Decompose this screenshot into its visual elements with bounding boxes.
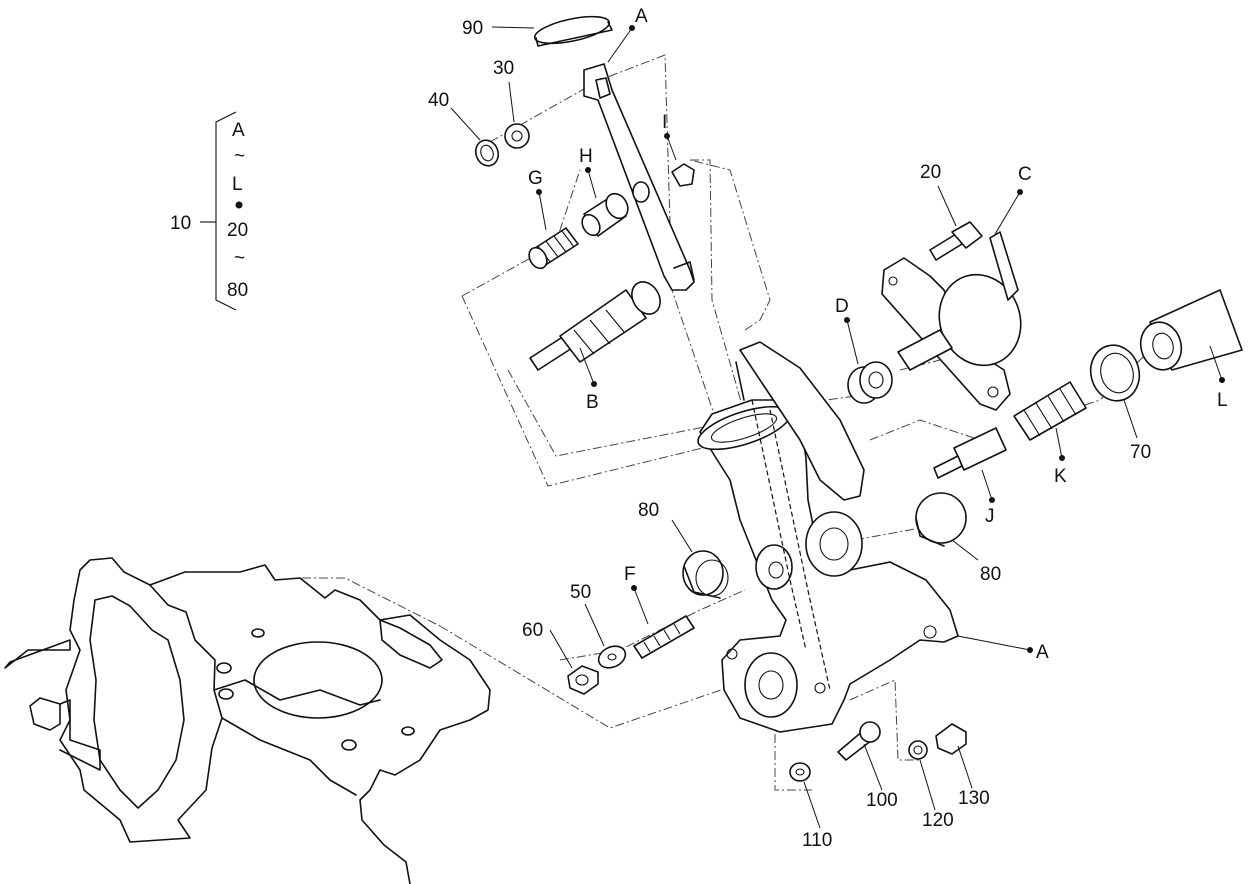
assembly-lines <box>302 54 1151 791</box>
callout-b: B <box>586 392 599 413</box>
callout-j: J <box>985 506 995 527</box>
callout-130: 130 <box>958 788 990 809</box>
callout-labels: 90 A 30 40 I H G 20 C D B L 70 K J 80 80… <box>428 6 1228 851</box>
callout-100: 100 <box>866 790 898 811</box>
part-60-nut <box>567 665 599 695</box>
legend-tilde-2: ~ <box>234 248 245 269</box>
part-l-sleeve <box>1139 289 1243 371</box>
leader-lines <box>450 25 1225 829</box>
callout-g: G <box>528 168 543 189</box>
callout-120: 120 <box>922 810 954 831</box>
main-housing <box>697 341 959 733</box>
callout-40: 40 <box>428 90 449 111</box>
legend-group-number: 10 <box>170 213 191 234</box>
part-90-seal <box>533 15 613 47</box>
callout-90: 90 <box>462 18 483 39</box>
legend-tilde-1: ~ <box>234 146 245 167</box>
part-g-spring <box>528 227 579 270</box>
legend-bullet <box>235 201 243 209</box>
part-40-snap-ring <box>474 139 500 167</box>
part-d-bearing <box>847 361 893 404</box>
callout-a-top: A <box>635 6 648 27</box>
part-80-cap-right <box>915 492 967 547</box>
callout-20: 20 <box>920 162 941 183</box>
callout-30: 30 <box>493 58 514 79</box>
part-h-bushing <box>581 192 629 237</box>
legend-second-end: 80 <box>227 280 248 301</box>
part-30-washer <box>504 123 530 149</box>
callout-70: 70 <box>1130 442 1151 463</box>
part-100-bolt <box>837 721 881 761</box>
legend-bracket <box>215 111 237 311</box>
part-a-lever <box>583 63 695 291</box>
engine-block <box>4 557 491 884</box>
part-80-cup-left <box>682 550 729 599</box>
part-f-screw <box>633 615 695 659</box>
callout-f: F <box>624 564 636 585</box>
part-i-cap <box>671 163 695 187</box>
part-50-washer <box>597 645 627 669</box>
callout-110: 110 <box>802 830 832 851</box>
legend-group: 10 A ~ L 20 ~ 80 <box>170 111 248 311</box>
legend-second-start: 20 <box>227 220 248 241</box>
callout-50: 50 <box>570 582 591 603</box>
part-110-washer <box>789 762 811 782</box>
callout-i: I <box>662 112 667 133</box>
callout-d: D <box>835 296 849 317</box>
callout-l: L <box>1217 390 1228 411</box>
callout-h: H <box>579 146 593 167</box>
callout-a-right: A <box>1036 642 1049 663</box>
part-j-plunger <box>933 427 1007 479</box>
part-b-shaft <box>529 281 661 371</box>
callout-k: K <box>1054 466 1067 487</box>
part-k-spring <box>1013 381 1087 441</box>
part-70-ring <box>1089 344 1141 402</box>
legend-range-end: L <box>232 174 243 195</box>
legend-range-start: A <box>232 120 245 141</box>
part-c-housing <box>881 231 1022 411</box>
callout-80-left: 80 <box>638 500 659 521</box>
callout-60: 60 <box>522 620 543 641</box>
callout-c: C <box>1018 164 1032 185</box>
callout-80-right: 80 <box>980 564 1001 585</box>
part-20-bolt <box>929 221 983 261</box>
part-120-washer <box>908 740 928 760</box>
part-130-nut <box>935 723 967 755</box>
